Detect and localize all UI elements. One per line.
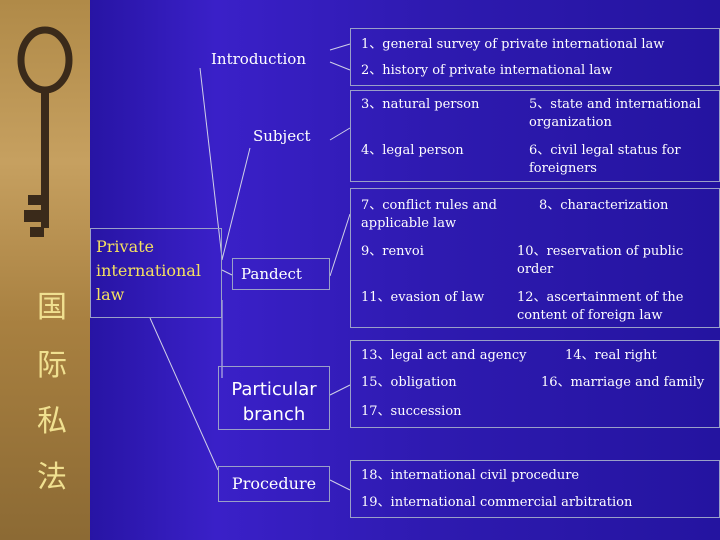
- item-15: 15、obligation: [361, 374, 457, 392]
- item-6: 6、civil legal status for foreigners: [529, 142, 715, 178]
- item-14: 14、real right: [565, 347, 657, 365]
- item-1: 1、general survey of private internationa…: [361, 36, 664, 54]
- category-particular: Particular branch: [218, 366, 330, 430]
- item-2: 2、history of private international law: [361, 62, 612, 80]
- category-label: Subject: [253, 127, 311, 145]
- item-9: 9、renvoi: [361, 243, 511, 261]
- category-procedure: Procedure: [218, 466, 330, 502]
- item-12: 12、ascertainment of the content of forei…: [517, 289, 717, 325]
- item-17: 17、succession: [361, 403, 462, 421]
- root-node: Private international law: [90, 228, 222, 318]
- item-18: 18、international civil procedure: [361, 467, 579, 485]
- group-pandect-items: 7、conflict rules and applicable law 8、ch…: [350, 188, 720, 328]
- group-particular-items: 13、legal act and agency 14、real right 15…: [350, 340, 720, 428]
- group-procedure-items: 18、international civil procedure 19、inte…: [350, 460, 720, 518]
- category-introduction: Introduction: [200, 44, 330, 76]
- group-subject-items: 3、natural person 4、legal person 5、state …: [350, 90, 720, 182]
- item-7: 7、conflict rules and applicable law: [361, 197, 531, 233]
- category-label: Introduction: [211, 50, 306, 68]
- item-3: 3、natural person: [361, 96, 521, 114]
- item-8: 8、characterization: [539, 197, 715, 215]
- item-10: 10、reservation of public order: [517, 243, 717, 279]
- item-4: 4、legal person: [361, 142, 521, 160]
- category-subject: Subject: [230, 120, 330, 150]
- root-label: Private international law: [96, 235, 216, 307]
- item-11: 11、evasion of law: [361, 289, 511, 307]
- category-pandect: Pandect: [232, 258, 330, 290]
- item-5: 5、state and international organization: [529, 96, 715, 132]
- group-introduction-items: 1、general survey of private internationa…: [350, 28, 720, 86]
- item-13: 13、legal act and agency: [361, 347, 526, 365]
- item-16: 16、marriage and family: [541, 374, 704, 392]
- item-19: 19、international commercial arbitration: [361, 494, 632, 512]
- category-label: Procedure: [219, 475, 329, 493]
- category-label: Particular branch: [219, 377, 329, 427]
- category-label: Pandect: [241, 265, 302, 283]
